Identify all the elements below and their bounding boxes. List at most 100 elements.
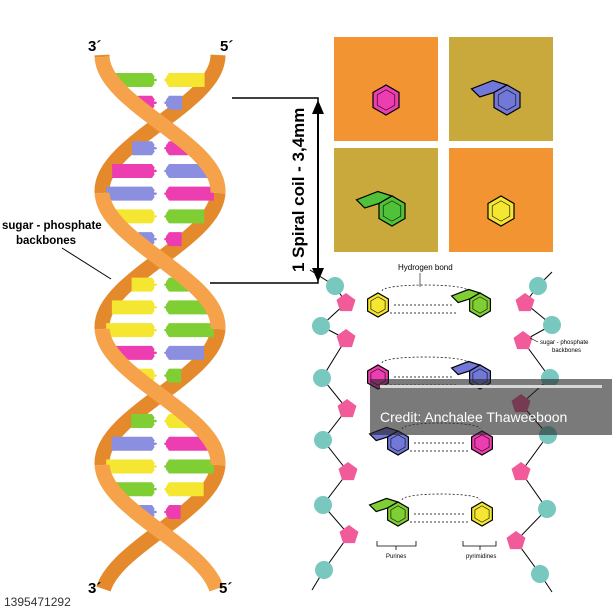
helix-back-strand: [94, 54, 226, 592]
pyrimidine-inner-ring: [376, 89, 396, 111]
base-pair: [137, 95, 183, 110]
right-backbones-label-line1: sugar - phosphate: [540, 340, 589, 346]
purine-inner-ring: [390, 505, 406, 523]
pyrimidine-inner-ring: [491, 200, 511, 222]
backbones-label-line2: backbones: [16, 235, 76, 247]
base-left-bar: [111, 436, 157, 451]
base-pair: [115, 209, 205, 224]
pyrimidine-ring: [471, 430, 493, 456]
nucleobase-cards: [334, 37, 553, 252]
backbones-label-line1: sugar - phosphate: [2, 220, 102, 232]
stock-image-id: 1395471292: [0, 592, 75, 612]
base-right-bar: [164, 345, 204, 360]
base-pair: [106, 459, 214, 474]
phosphate-circle: [315, 561, 333, 579]
helix-front-strand: [94, 56, 226, 592]
base-right-bar: [164, 95, 183, 110]
purine-six-ring: [493, 84, 521, 116]
pyrimidines-label: pyrimidines: [466, 554, 496, 560]
base-pair: [116, 345, 204, 360]
pyrimidine-ring: [367, 292, 389, 318]
purine-inner-ring: [382, 200, 402, 222]
base-right-bar: [164, 186, 214, 201]
base-left-bar: [111, 300, 157, 315]
base-right-bar: [164, 505, 181, 519]
phosphate-circle: [314, 431, 332, 449]
watermark-credit: Credit: Anchalee Thaweeboon: [380, 409, 568, 425]
base-pair: [131, 414, 189, 429]
base-card-cytosine: [334, 37, 438, 141]
pyrimidine-inner-ring: [474, 434, 490, 452]
base-right-bar: [164, 368, 182, 383]
watermark-banner: Credit: Anchalee Thaweeboon: [370, 379, 612, 435]
purines-label: Purines: [386, 554, 406, 560]
strand-end-top-right: 5´: [220, 38, 233, 55]
base-left-bar: [115, 209, 157, 224]
base-left-bar: [115, 73, 157, 87]
hydrogen-bond-dashed: [381, 284, 469, 292]
base-right-bar: [164, 163, 208, 178]
base-right-bar: [164, 209, 205, 224]
base-pair: [106, 323, 214, 338]
sugar-pentagon: [336, 293, 356, 312]
right-backbones-label-line2: backbones: [552, 348, 581, 354]
phosphate-circle: [312, 317, 330, 335]
phosphate-circle: [314, 496, 332, 514]
pairing-rows: [367, 284, 493, 527]
strand-end-bottom-left: 3´: [88, 580, 101, 597]
base-right-bar: [164, 73, 205, 87]
phosphate-circle: [326, 277, 344, 295]
base-left-bar: [106, 186, 157, 201]
pairing-row: [368, 493, 493, 527]
purine-six-ring: [387, 501, 409, 527]
pyrimidine-inner-ring: [370, 296, 386, 314]
base-right-bar: [164, 300, 209, 315]
base-pair: [116, 482, 204, 497]
pyrimidines-bracket: [462, 541, 497, 550]
base-pair: [106, 186, 214, 201]
base-left-bar: [131, 414, 157, 429]
helix-base-pairs: [106, 73, 214, 519]
base-left-bar: [116, 345, 157, 360]
purine-inner-ring: [497, 89, 517, 111]
base-pair: [115, 73, 205, 87]
pairing-row: [367, 284, 491, 318]
sugar-pentagon: [515, 293, 535, 312]
purine-six-ring: [469, 292, 491, 318]
purine-six-ring: [387, 430, 409, 456]
sugar-pentagon: [506, 531, 526, 550]
base-right-bar: [164, 459, 214, 474]
base-right-bar: [164, 323, 214, 338]
pyrimidine-ring: [471, 501, 493, 527]
pyrimidine-inner-ring: [474, 505, 490, 523]
sugar-pentagon: [339, 525, 359, 544]
base-left-bar: [112, 163, 157, 178]
sugar-pentagon: [338, 462, 358, 481]
base-pair: [111, 300, 209, 315]
backbone-strand-front: [94, 192, 226, 330]
hydrogen-bond-dashed: [401, 493, 481, 501]
base-right-bar: [164, 482, 204, 497]
sugar-pentagon: [337, 399, 357, 418]
base-pair: [111, 436, 209, 451]
backbone-strand-front: [94, 464, 224, 592]
base-pair: [132, 141, 188, 156]
sugar-pentagon: [513, 331, 533, 350]
base-right-bar: [164, 232, 182, 247]
hydrogen-bond-dashed: [381, 356, 469, 364]
base-pairing-diagram: [309, 269, 561, 593]
watermark-line: [380, 385, 602, 388]
base-left-bar: [131, 277, 157, 292]
phosphate-circle: [529, 277, 547, 295]
base-pair: [112, 163, 208, 178]
purine-six-ring: [378, 195, 406, 227]
strand-end-top-left: 3´: [88, 38, 101, 55]
phosphate-circle: [543, 316, 561, 334]
backbone-strand-front: [94, 56, 226, 194]
purine-inner-ring: [390, 434, 406, 452]
base-card-thymine: [449, 148, 553, 252]
phosphate-circle: [531, 565, 549, 583]
base-left-bar: [132, 141, 157, 156]
purines-bracket: [376, 541, 417, 550]
